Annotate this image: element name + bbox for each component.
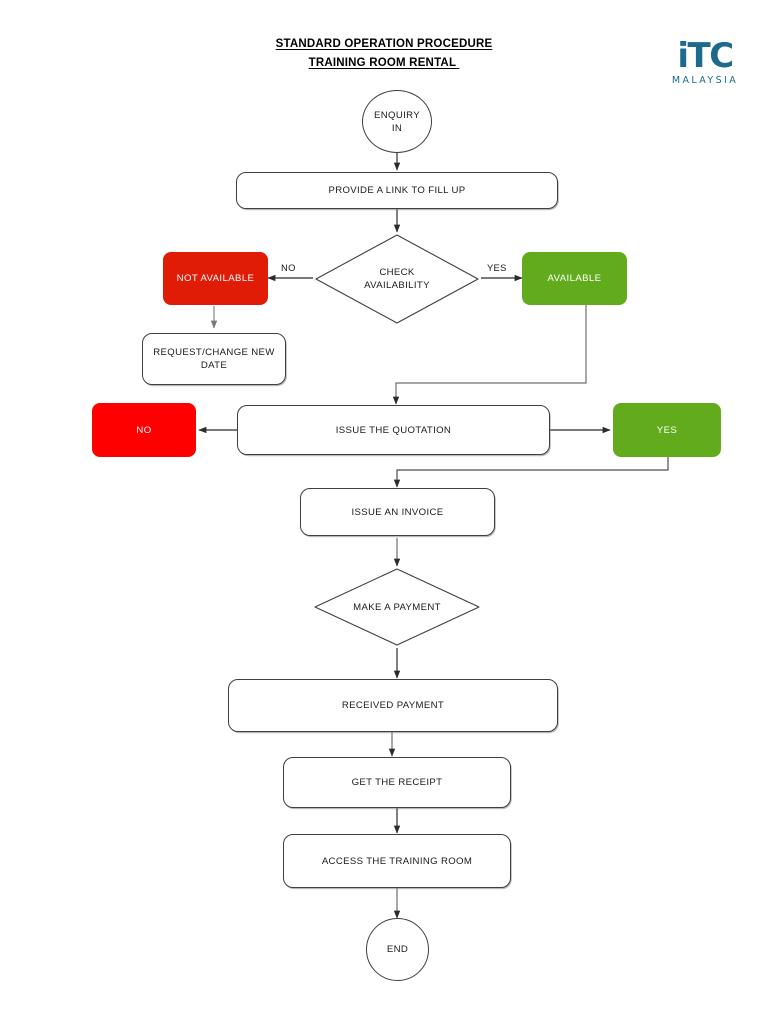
node-received-payment[interactable]: RECEIVED PAYMENT [228, 679, 558, 732]
node-available-label: AVAILABLE [547, 273, 602, 284]
node-access-the-training-room[interactable]: ACCESS THE TRAINING ROOM [283, 834, 511, 888]
node-access-the-training-room-label: ACCESS THE TRAINING ROOM [321, 855, 473, 867]
node-enquiry-in-label: ENQUIRY IN [374, 109, 420, 134]
node-enquiry-in[interactable]: ENQUIRY IN [362, 90, 432, 153]
edge-label-no-text: NO [281, 262, 296, 273]
node-issue-the-quotation-label: ISSUE THE QUOTATION [335, 424, 452, 436]
node-end-label: END [386, 944, 409, 955]
node-end[interactable]: END [366, 918, 429, 981]
edge-label-check-yes: YES [487, 262, 507, 273]
make-a-payment-line-1: MAKE A PAYMENT [353, 601, 441, 613]
node-check-availability[interactable]: CHECK AVAILABILITY [312, 232, 482, 326]
request-date-line-1: REQUEST/CHANGE NEW [153, 347, 275, 358]
node-not-available[interactable]: NOT AVAILABLE [163, 252, 268, 305]
node-make-a-payment[interactable]: MAKE A PAYMENT [311, 566, 483, 648]
check-availability-line-1: CHECK [379, 267, 415, 278]
node-provide-a-link[interactable]: PROVIDE A LINK TO FILL UP [236, 172, 558, 209]
node-available[interactable]: AVAILABLE [522, 252, 627, 305]
node-not-available-label: NOT AVAILABLE [176, 273, 255, 284]
node-provide-a-link-label: PROVIDE A LINK TO FILL UP [328, 185, 466, 196]
node-issue-an-invoice[interactable]: ISSUE AN INVOICE [300, 488, 495, 536]
node-quotation-yes-label: YES [656, 424, 678, 436]
node-received-payment-label: RECEIVED PAYMENT [341, 700, 445, 711]
edge-label-check-no: NO [281, 262, 296, 273]
node-request-change-new-date[interactable]: REQUEST/CHANGE NEW DATE [142, 333, 286, 385]
logo-subtitle: MALAYSIA [671, 75, 739, 86]
edge-yes-to-invoice [393, 457, 669, 488]
itc-malaysia-logo: iTC MALAYSIA [655, 38, 755, 98]
check-availability-diamond-shape [315, 234, 479, 324]
node-quotation-no-label: NO [136, 424, 152, 436]
request-date-line-2: DATE [200, 360, 228, 371]
make-a-payment-diamond-shape [314, 568, 480, 646]
node-issue-an-invoice-label: ISSUE AN INVOICE [351, 506, 444, 518]
node-quotation-no[interactable]: NO [92, 403, 196, 457]
node-get-the-receipt[interactable]: GET THE RECEIPT [283, 757, 511, 808]
node-check-availability-label: CHECK AVAILABILITY [364, 266, 430, 292]
node-issue-the-quotation[interactable]: ISSUE THE QUOTATION [237, 405, 550, 455]
node-get-the-receipt-label: GET THE RECEIPT [351, 777, 443, 788]
node-make-a-payment-label: MAKE A PAYMENT [353, 601, 441, 614]
edge-available-to-quotation [392, 305, 587, 405]
check-availability-line-2: AVAILABILITY [364, 280, 430, 291]
edge-label-yes-text: YES [487, 262, 507, 273]
logo-wordmark: iTC [677, 36, 734, 76]
node-quotation-yes[interactable]: YES [613, 403, 721, 457]
